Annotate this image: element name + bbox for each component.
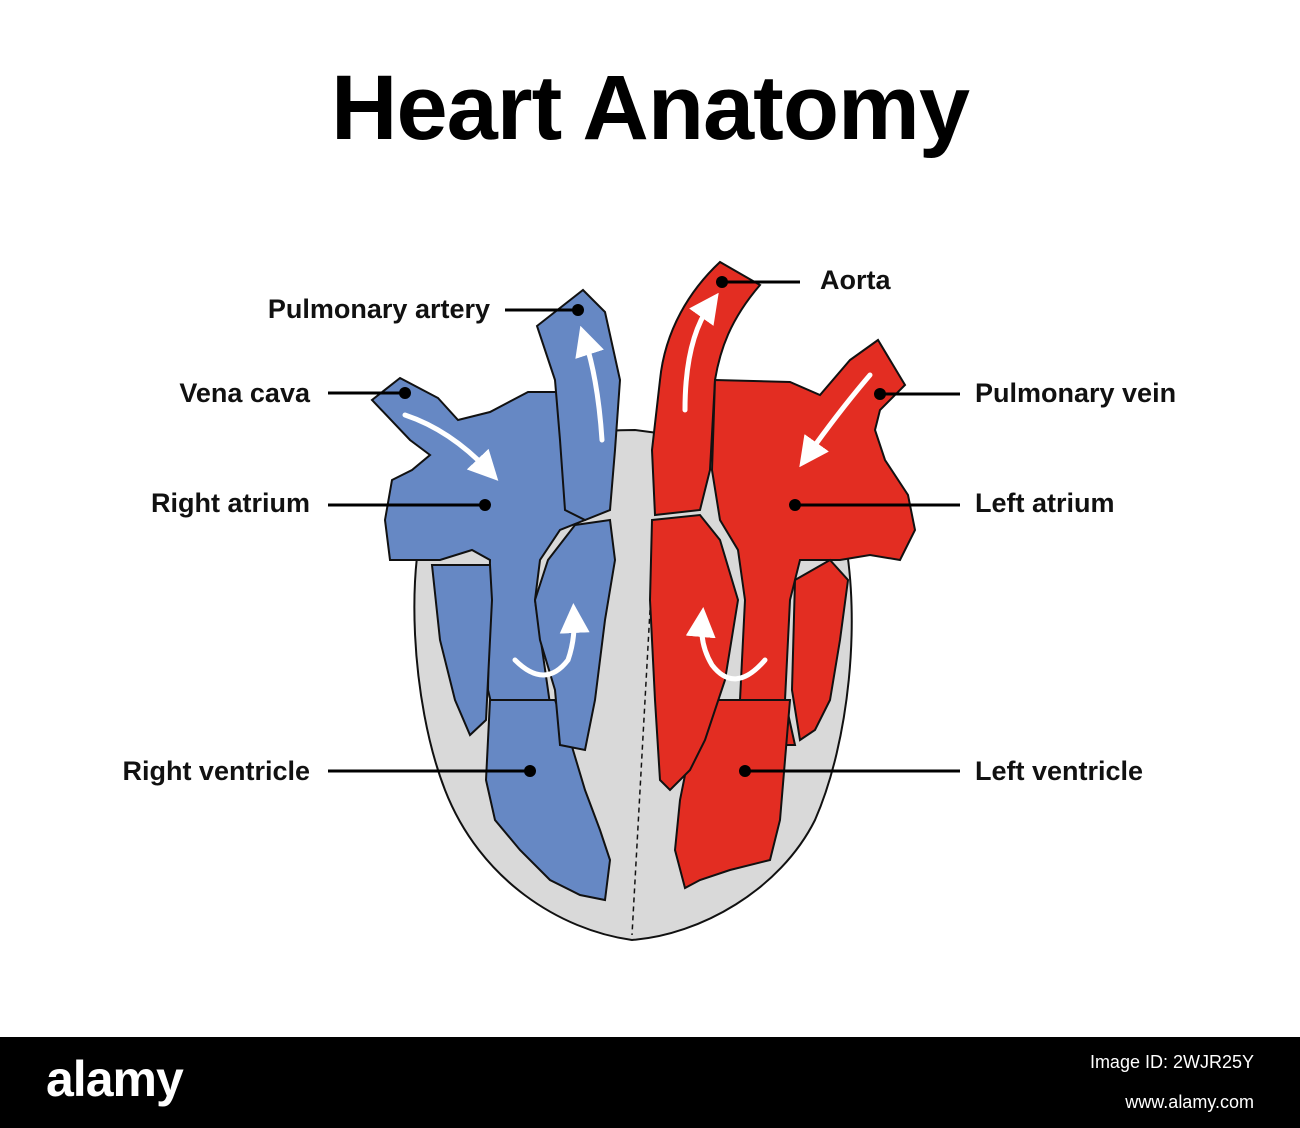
aorta-dot bbox=[716, 276, 728, 288]
left-ventricle-dot bbox=[739, 765, 751, 777]
septum bbox=[631, 519, 656, 936]
right-ventricle-flow-arrow bbox=[512, 603, 590, 678]
leader-lines bbox=[328, 280, 960, 773]
right-ventricle-dot bbox=[524, 765, 536, 777]
leader-dots bbox=[399, 276, 886, 777]
aorta-flow-arrow bbox=[682, 292, 719, 413]
pulmonary-artery-flow-arrow bbox=[575, 325, 605, 443]
pulmonary-vein-flow-arrow bbox=[799, 372, 873, 468]
label-pulmonary-artery: Pulmonary artery bbox=[267, 294, 490, 324]
flow-arrows bbox=[402, 292, 873, 682]
vena-cava-flow-arrow bbox=[402, 412, 499, 481]
left-atrium-shape bbox=[710, 338, 917, 746]
label-aorta: Aorta bbox=[820, 265, 891, 295]
image-id-text: Image ID: 2WJR25Y bbox=[1089, 1052, 1254, 1072]
right-atrium-dot bbox=[479, 499, 491, 511]
heart-diagram bbox=[328, 260, 960, 942]
footer-bar: alamy Image ID: 2WJR25Y www.alamy.com bbox=[0, 1037, 1300, 1128]
label-right-atrium: Right atrium bbox=[151, 488, 310, 518]
label-left-ventricle: Left ventricle bbox=[975, 756, 1144, 786]
site-url: www.alamy.com bbox=[1125, 1092, 1254, 1112]
right-heart-chambers bbox=[370, 288, 622, 902]
brand-logo: alamy bbox=[46, 1051, 184, 1107]
vena-cava-dot bbox=[399, 387, 411, 399]
left-ventricle-flow-arrow bbox=[685, 607, 768, 682]
pulmonary-vein-dot bbox=[874, 388, 886, 400]
label-right-ventricle: Right ventricle bbox=[122, 756, 310, 786]
left-heart-chambers bbox=[648, 260, 917, 890]
label-vena-cava: Vena cava bbox=[179, 378, 310, 408]
right-ventricle-wall-fragment bbox=[430, 564, 494, 737]
left-outflow-tract bbox=[648, 513, 740, 792]
label-pulmonary-vein: Pulmonary vein bbox=[975, 378, 1177, 408]
left-atrium-dot bbox=[789, 499, 801, 511]
left-ventricle-shape bbox=[673, 699, 792, 890]
label-left-atrium: Left atrium bbox=[975, 488, 1115, 518]
left-ventricle-wall-fragment bbox=[790, 558, 850, 742]
pulmonary-artery-dot bbox=[572, 304, 584, 316]
page-title: Heart Anatomy bbox=[331, 57, 970, 159]
